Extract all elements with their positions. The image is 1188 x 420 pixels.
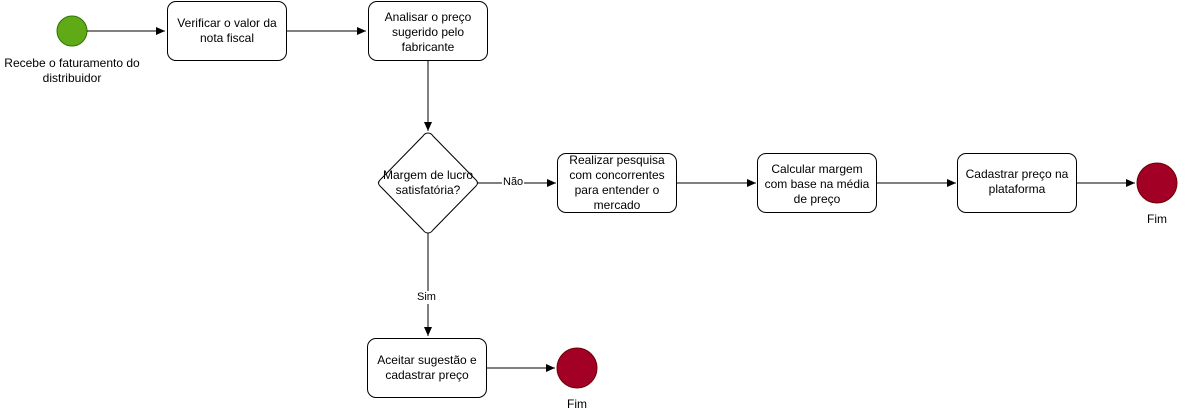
research-competitors-box[interactable]: Realizar pesquisa com concorrentes para … <box>557 153 677 213</box>
end-node-bottom[interactable] <box>556 347 598 389</box>
start-label: Recebe o faturamento do distribuidor <box>4 56 140 85</box>
decision-label: Margem de lucro satisfatória? <box>382 168 474 197</box>
edge-label-yes: Sim <box>416 291 437 304</box>
end-label-right: Fim <box>1147 212 1167 226</box>
start-node[interactable] <box>56 15 88 47</box>
end-node-right[interactable] <box>1136 162 1178 204</box>
analyze-price-box[interactable]: Analisar o preço sugerido pelo fabricant… <box>368 1 488 61</box>
verify-invoice-box[interactable]: Verificar o valor da nota fiscal <box>167 1 287 61</box>
calculate-margin-box[interactable]: Calcular margem com base na média de pre… <box>757 153 877 213</box>
accept-suggestion-box[interactable]: Aceitar sugestão e cadastrar preço <box>367 338 487 398</box>
end-label-bottom: Fim <box>567 397 587 411</box>
decision-diamond[interactable] <box>378 132 478 234</box>
register-price-box[interactable]: Cadastrar preço na plataforma <box>957 153 1077 213</box>
edge-label-no: Não <box>502 176 525 189</box>
